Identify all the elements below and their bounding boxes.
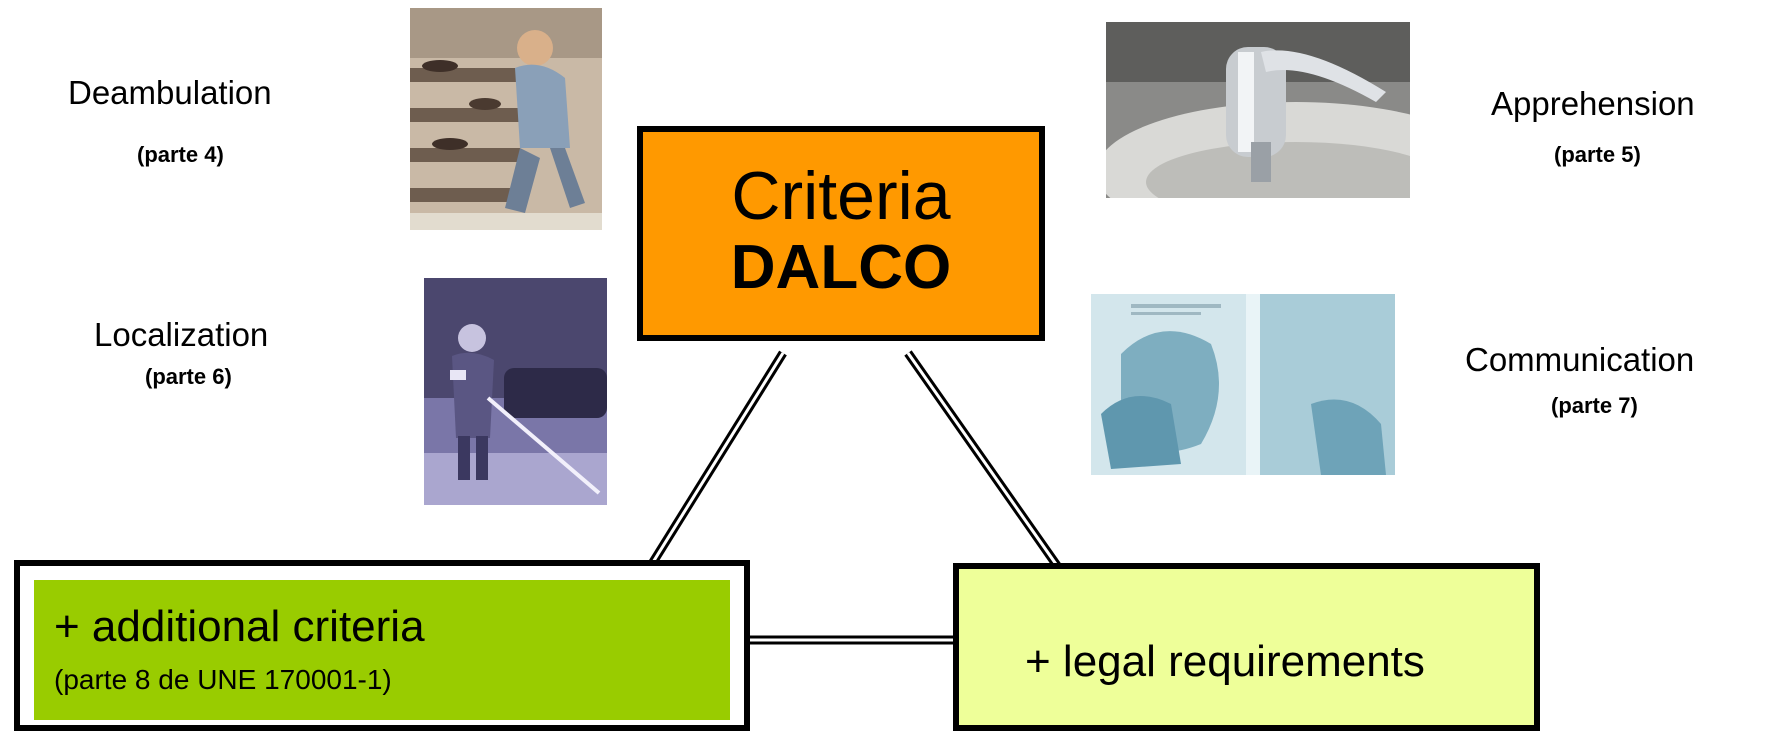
dalco-criteria-box: Criteria DALCO (637, 126, 1045, 341)
communication-label: Communication (1465, 341, 1695, 378)
additional-criteria-box: + additional criteria (parte 8 de UNE 17… (14, 560, 750, 731)
additional-criteria-label: + additional criteria (54, 602, 425, 651)
deambulation-label: Deambulation (68, 74, 272, 111)
legal-requirements-label: + legal requirements (1025, 637, 1425, 686)
deambulation-part: (parte 4) (137, 142, 224, 167)
deambulation-photo (410, 8, 602, 230)
apprehension-part: (parte 5) (1554, 142, 1641, 167)
localization-part: (parte 6) (145, 364, 232, 389)
additional-criteria-note: (parte 8 de UNE 170001-1) (54, 664, 392, 695)
dalco-title: Criteria (731, 158, 951, 234)
localization-photo (424, 278, 607, 505)
legal-requirements-box: + legal requirements (953, 563, 1540, 731)
connector-center-left (646, 350, 787, 570)
additional-criteria-panel: + additional criteria (parte 8 de UNE 17… (34, 580, 730, 720)
dalco-acronym: DALCO (730, 233, 952, 302)
communication-photo (1091, 294, 1395, 475)
communication-part: (parte 7) (1551, 393, 1638, 418)
connector-center-right (904, 350, 1062, 570)
apprehension-photo (1106, 22, 1410, 198)
apprehension-label: Apprehension (1491, 85, 1695, 122)
localization-label: Localization (94, 316, 269, 353)
